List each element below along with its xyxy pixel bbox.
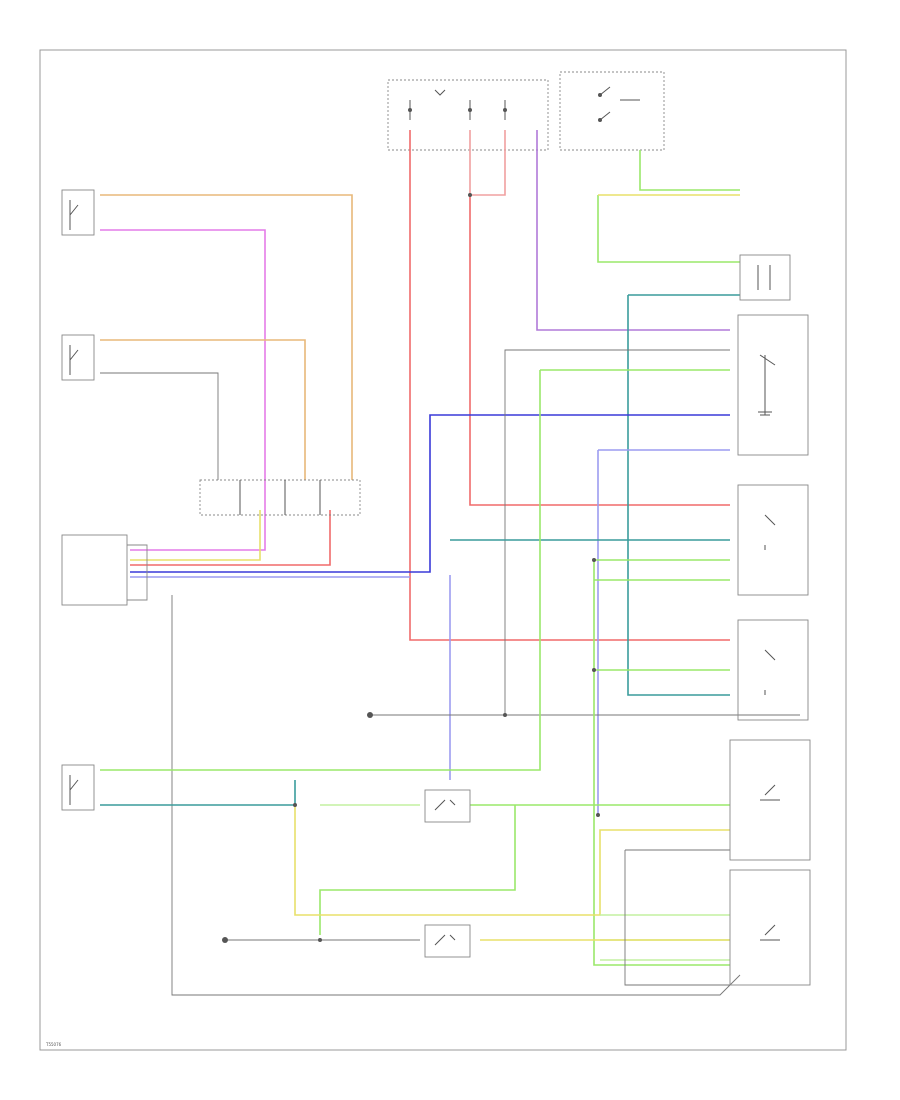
wire-green-long xyxy=(100,369,730,771)
wire-light-blue xyxy=(130,575,451,780)
wire-gray-ground xyxy=(171,595,741,996)
wire-yellow-lower xyxy=(294,805,730,916)
wire-red-right xyxy=(469,195,730,506)
wire-red-main xyxy=(409,130,730,641)
footer-code: T55076 xyxy=(45,1042,62,1047)
wire-light-green-lower xyxy=(320,804,730,961)
wire-green-relay xyxy=(597,150,740,263)
wire-green-right xyxy=(593,559,730,966)
wire-purple xyxy=(536,130,730,331)
ground-symbol xyxy=(758,400,772,416)
wire-orange-mid xyxy=(100,339,306,480)
switch-mid-left xyxy=(61,334,95,381)
wire-blue-main xyxy=(130,414,730,573)
wire-light-blue-right xyxy=(597,449,730,815)
component-right-3 xyxy=(737,619,809,721)
wire-pink-loop xyxy=(469,130,506,196)
switch-bottom-left xyxy=(61,764,95,811)
control-module xyxy=(61,534,148,606)
component-right-1 xyxy=(737,314,809,456)
relay-lower-1 xyxy=(424,789,471,823)
wire-teal-left xyxy=(100,780,296,806)
wire-magenta xyxy=(100,229,266,551)
fuse-block xyxy=(387,79,549,151)
wire-orange-top xyxy=(100,194,353,480)
center-connector-group xyxy=(199,479,361,516)
relay-lower-2 xyxy=(424,924,471,958)
splice-points xyxy=(222,193,600,943)
wire-gray-mid xyxy=(100,372,219,480)
component-right-2 xyxy=(737,484,809,596)
relay-right-top xyxy=(739,254,791,301)
wire-teal-relay xyxy=(627,294,740,696)
diagram-border xyxy=(39,49,847,1051)
wire-gray-lower xyxy=(225,849,730,986)
wire-red-cm xyxy=(130,510,331,566)
ignition-relay-box xyxy=(559,71,665,151)
wire-green-lower xyxy=(319,804,730,935)
wire-yellow-cm xyxy=(130,510,261,561)
wire-dark-ground xyxy=(370,349,800,716)
component-right-4 xyxy=(729,739,811,861)
component-right-5 xyxy=(729,869,811,986)
switch-top-left xyxy=(61,189,95,236)
